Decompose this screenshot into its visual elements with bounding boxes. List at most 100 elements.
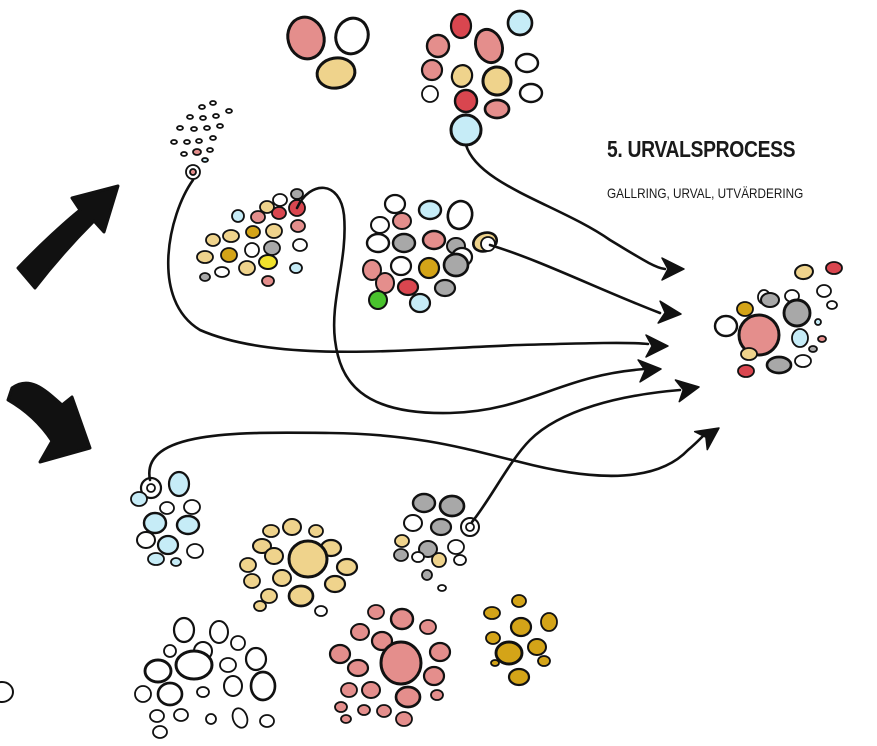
circle-shape: [231, 209, 245, 223]
circle-shape: [794, 354, 812, 368]
circle-shape: [437, 584, 447, 592]
circle-shape: [826, 300, 838, 310]
circle-shape: [272, 569, 292, 587]
circle-shape: [383, 193, 407, 215]
circle-shape: [421, 229, 447, 251]
circle-shape: [453, 88, 479, 114]
circle-shape: [250, 210, 266, 224]
circle-shape: [209, 100, 217, 106]
circle-shape: [808, 345, 818, 353]
circle-shape: [272, 193, 288, 207]
circle-shape: [175, 514, 201, 536]
circle-shape: [428, 641, 452, 663]
circle-shape: [249, 670, 277, 702]
circle-shape: [365, 232, 391, 254]
circle-shape: [737, 364, 755, 378]
circle-shape: [449, 113, 483, 147]
circle-shape: [195, 138, 203, 144]
circle-shape: [209, 620, 229, 644]
circle-shape: [225, 108, 233, 114]
circle-shape: [253, 600, 267, 612]
circle-shape: [420, 58, 444, 82]
circle-shape: [209, 135, 217, 141]
circle-shape: [817, 335, 827, 343]
circle-shape: [453, 554, 467, 566]
circle-shape: [156, 681, 184, 707]
result-cluster: [713, 261, 843, 378]
circle-shape: [174, 649, 214, 681]
circle-shape: [287, 584, 315, 608]
circle-shape: [289, 262, 303, 274]
circle-shape: [375, 272, 395, 294]
circle-shape: [396, 277, 420, 297]
arrow-head-icon: [693, 427, 720, 451]
connector-spray-to-result: [167, 178, 650, 354]
circle-shape: [201, 157, 209, 163]
circle-shape: [231, 707, 249, 729]
circle-shape: [391, 232, 417, 254]
circle-shape: [408, 292, 432, 314]
circle-shape: [346, 658, 370, 678]
circle-shape: [481, 65, 513, 97]
circle-shape: [350, 623, 370, 641]
circle-shape: [259, 200, 275, 214]
circle-shape: [411, 492, 437, 514]
circle-shape: [308, 524, 324, 538]
circle-shape: [287, 539, 329, 579]
circle-shape: [474, 27, 504, 65]
circle-shape: [782, 298, 812, 328]
circle-shape: [219, 657, 237, 673]
circle-shape: [419, 619, 437, 635]
circle-shape: [394, 685, 422, 709]
circle-shape: [198, 104, 206, 110]
circle-shape: [239, 557, 257, 573]
circle-shape: [370, 216, 390, 234]
circle-shape: [791, 328, 809, 348]
bottom-cluster-yellow: [239, 518, 359, 617]
circle-shape: [252, 538, 272, 554]
circle-shape: [411, 551, 425, 563]
circle-shape: [442, 252, 470, 278]
circle-shape: [389, 255, 413, 277]
circle-shape: [509, 616, 533, 638]
circle-shape: [258, 254, 278, 270]
circle-shape: [340, 682, 358, 698]
big-arrow-up-right-icon: [16, 184, 120, 290]
circle-shape: [244, 646, 268, 672]
circle-shape: [173, 708, 189, 722]
connector-right-cluster-to-result: [488, 243, 662, 315]
dot-spray: [170, 100, 233, 180]
circle-shape: [205, 713, 217, 725]
circle-shape: [825, 261, 843, 275]
circle-shape: [431, 552, 447, 568]
circle-shape: [170, 557, 182, 567]
circle-shape: [186, 543, 204, 559]
middle-cluster-left: [196, 188, 308, 287]
circle-shape: [265, 223, 283, 239]
connector-gray-to-result: [470, 388, 682, 524]
circle-shape: [315, 56, 357, 90]
circle-shape: [418, 540, 438, 558]
circle-shape: [447, 539, 465, 555]
circle-shape: [243, 573, 261, 589]
bottom-cluster-pink: [328, 604, 452, 727]
circle-shape: [214, 266, 230, 278]
circle-shape: [736, 301, 754, 317]
bottom-cluster-white: [134, 616, 277, 739]
connector-top-to-result: [464, 143, 667, 271]
circle-shape: [206, 147, 214, 153]
circle-shape: [245, 225, 261, 239]
step-subtitle: GALLRING, URVAL, UTVÄRDERING: [607, 185, 804, 201]
circle-shape: [292, 238, 308, 252]
circle-shape: [196, 250, 214, 264]
circle-shape: [450, 64, 474, 88]
circle-shape: [527, 638, 547, 656]
circle-shape: [361, 681, 381, 699]
circle-shape: [362, 259, 382, 281]
circle-shape: [334, 701, 348, 713]
circle-shape: [259, 714, 275, 728]
circle-shape: [212, 113, 220, 119]
circle-shape: [143, 658, 173, 684]
